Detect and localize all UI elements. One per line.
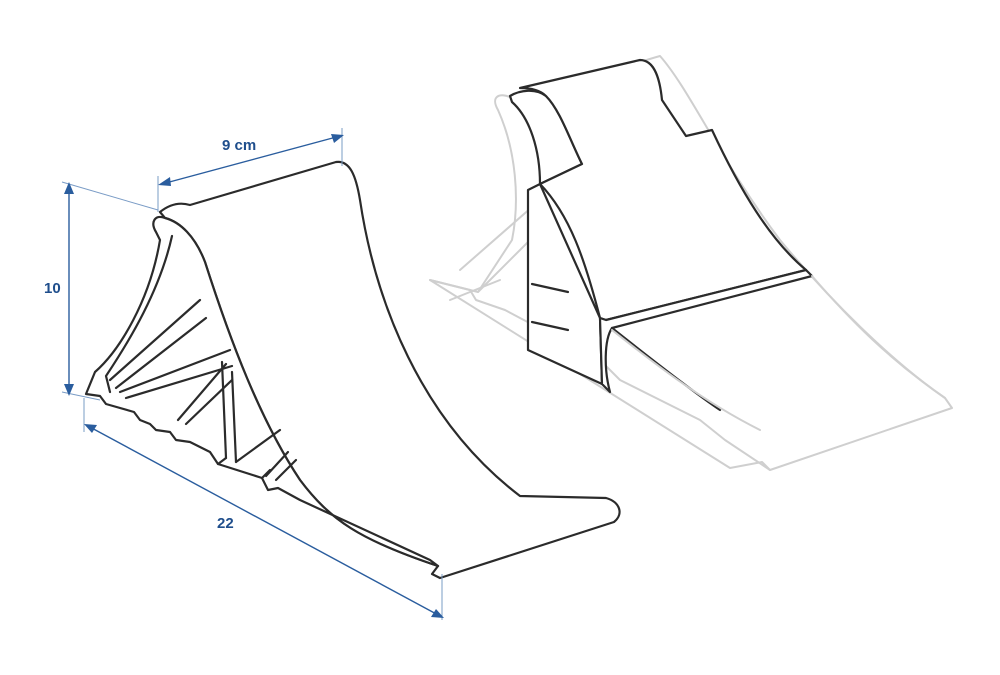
height-label: 10	[44, 280, 61, 297]
width-label: 9 cm	[222, 137, 256, 154]
arrowhead-icon	[64, 182, 74, 194]
length-label: 22	[217, 515, 234, 532]
arrowhead-icon	[64, 384, 74, 396]
stacked-chocks-figure	[429, 55, 953, 471]
chock-side-profile	[84, 215, 440, 568]
front-stacked-chock	[508, 58, 946, 431]
width-dimension-line	[161, 135, 341, 185]
main-chock-figure	[84, 160, 621, 580]
arrowhead-icon	[158, 177, 171, 186]
dimension-annotations: 9 cm 10 22	[44, 128, 444, 620]
arrowhead-icon	[431, 609, 444, 618]
length-dimension-line	[87, 425, 441, 617]
arrowhead-icon	[331, 134, 344, 143]
arrowhead-icon	[84, 424, 97, 433]
